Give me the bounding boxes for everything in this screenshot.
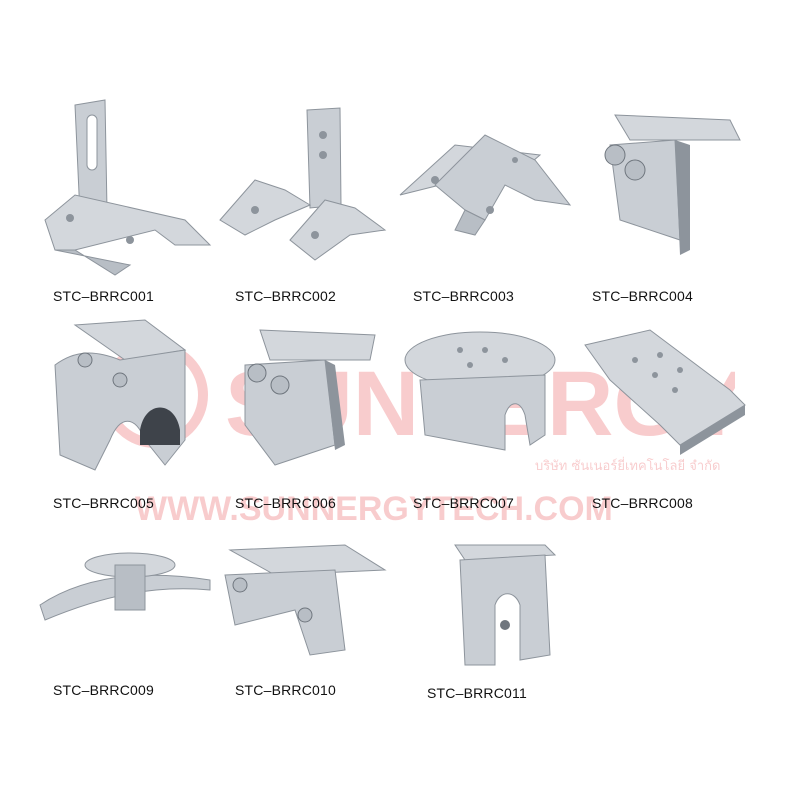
product-card-brrc004: STC–BRRC004 — [580, 90, 770, 304]
bracket-brrc008-image — [584, 329, 746, 455]
product-card-brrc005: STC–BRRC005 — [35, 305, 225, 511]
product-code: STC–BRRC006 — [235, 495, 337, 511]
bracket-brrc011-image — [454, 544, 557, 666]
product-code: STC–BRRC003 — [413, 288, 515, 304]
product-card-brrc002: STC–BRRC002 — [215, 90, 405, 304]
bracket-brrc001-image — [44, 99, 212, 276]
product-card-brrc009: STC–BRRC009 — [35, 540, 225, 740]
product-card-brrc001: STC–BRRC001 — [35, 90, 225, 304]
bracket-brrc004-image — [604, 114, 741, 255]
product-code: STC–BRRC004 — [592, 288, 694, 304]
product-code: STC–BRRC010 — [235, 682, 337, 698]
bracket-brrc010-image — [224, 544, 387, 656]
product-code: STC–BRRC002 — [235, 288, 337, 304]
product-code: STC–BRRC011 — [427, 685, 527, 701]
bracket-brrc009-image — [39, 552, 211, 621]
product-code: STC–BRRC007 — [413, 495, 515, 511]
bracket-brrc007-image — [404, 331, 556, 451]
bracket-brrc006-image — [244, 329, 376, 466]
product-card-brrc006: STC–BRRC006 — [215, 305, 405, 511]
product-code: STC–BRRC008 — [592, 495, 694, 511]
product-card-brrc010: STC–BRRC010 — [215, 540, 405, 740]
product-card-brrc007: STC–BRRC007 — [395, 305, 585, 511]
product-code: STC–BRRC005 — [53, 495, 155, 511]
product-code: STC–BRRC009 — [53, 682, 155, 698]
product-card-brrc003: STC–BRRC003 — [395, 90, 585, 304]
product-card-brrc011: STC–BRRC011 — [425, 540, 615, 740]
bracket-brrc003-image — [399, 134, 572, 236]
product-card-brrc008: STC–BRRC008 — [580, 305, 770, 511]
bracket-brrc005-image — [54, 319, 187, 471]
bracket-brrc002-image — [219, 107, 387, 261]
product-code: STC–BRRC001 — [53, 288, 155, 304]
